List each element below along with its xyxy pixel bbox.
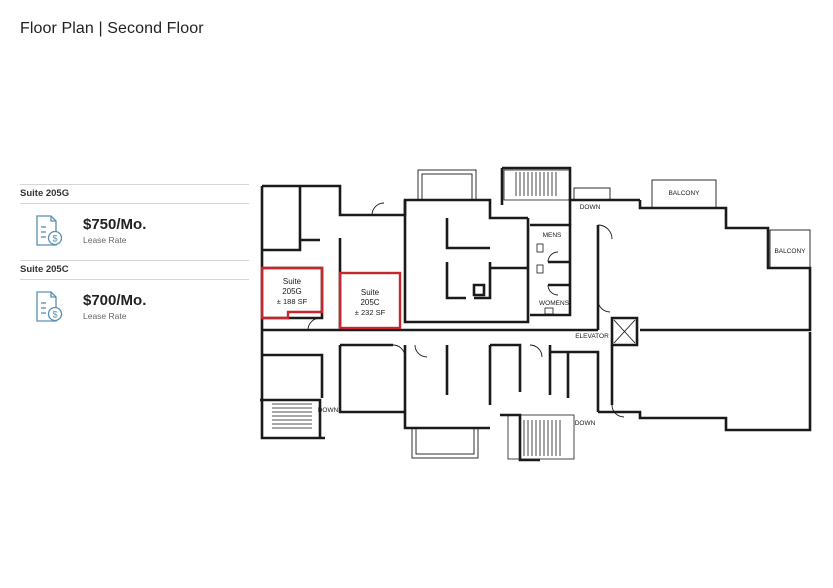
- suite-205c-area: ± 232 SF: [355, 308, 386, 317]
- door-swings: [307, 202, 625, 418]
- restroom-fixtures: [536, 243, 554, 315]
- suite-205c-highlight[interactable]: Suite 205C ± 232 SF: [338, 271, 402, 330]
- suite-info-205c: Suite 205C $ $700/Mo. Lease Rate: [20, 260, 249, 330]
- svg-text:$: $: [52, 234, 57, 244]
- lease-rate-caption: Lease Rate: [83, 235, 127, 245]
- stairs: [272, 169, 575, 460]
- stair-down-label: DOWN: [575, 420, 596, 427]
- elevator-label: ELEVATOR: [575, 333, 609, 340]
- svg-text:$: $: [52, 310, 57, 320]
- suite-205g-line2: 205G: [282, 287, 302, 296]
- suite-205g-area: ± 188 SF: [277, 297, 308, 306]
- mens-restroom-label: MENS: [543, 232, 562, 239]
- womens-restroom-label: WOMENS: [539, 300, 570, 307]
- page-title: Floor Plan | Second Floor: [20, 20, 204, 37]
- balcony-label: BALCONY: [774, 248, 806, 255]
- window-frames: [411, 169, 811, 459]
- lease-rate-caption: Lease Rate: [83, 311, 127, 321]
- suite-label: Suite 205C: [20, 260, 249, 280]
- stair-down-label: DOWN: [580, 204, 601, 211]
- lease-document-dollar-icon: $: [36, 291, 63, 322]
- suite-info-205g: Suite 205G $ $750/Mo. Lease Rate: [20, 184, 249, 254]
- balcony-label: BALCONY: [668, 190, 700, 197]
- stair-down-label: DOWN: [318, 407, 339, 414]
- suite-205g-highlight[interactable]: Suite 205G ± 188 SF: [260, 266, 324, 320]
- suite-205c-line2: 205C: [360, 298, 379, 307]
- suite-label: Suite 205G: [20, 184, 249, 204]
- lease-price: $700/Mo.: [83, 292, 147, 309]
- lease-price: $750/Mo.: [83, 216, 147, 233]
- suite-205c-line1: Suite: [361, 288, 380, 297]
- lease-document-dollar-icon: $: [36, 215, 63, 246]
- suite-205g-line1: Suite: [283, 277, 302, 286]
- elevator-shaft: [613, 319, 636, 344]
- walls: [260, 166, 812, 462]
- plan-labels: BALCONY BALCONY DOWN DOWN DOWN MENS WOME…: [318, 190, 806, 427]
